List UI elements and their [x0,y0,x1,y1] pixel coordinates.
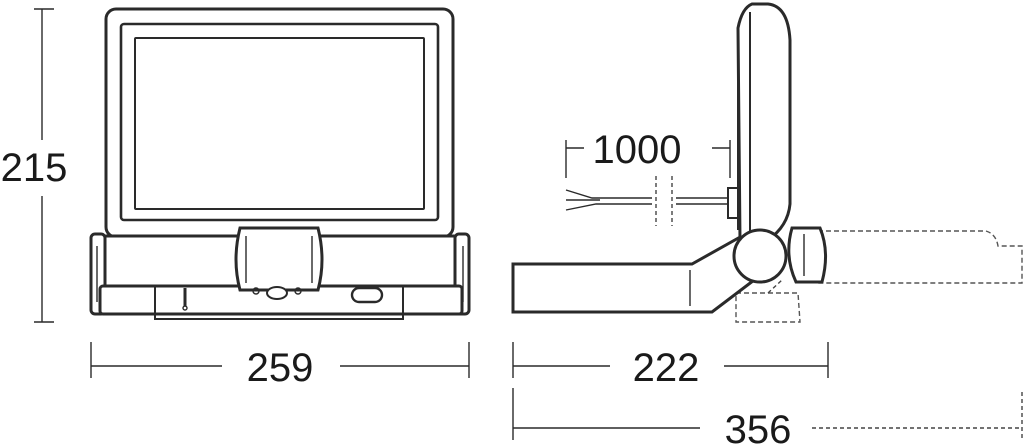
side-cable-gland [727,187,739,219]
cable [565,176,728,226]
dim-front-width-label: 259 [247,346,314,390]
front-view [89,7,471,320]
dimension-lines [34,8,1023,440]
side-arm [511,234,773,314]
side-bracket-ghost [817,230,1023,284]
dim-side-depth-label: 222 [633,346,700,390]
dim-overall-length-label: 356 [725,408,792,448]
side-sensor [787,226,827,284]
dim-cable-length-label: 1000 [593,128,682,172]
dim-height-label: 215 [1,146,68,190]
side-pivot [732,228,788,284]
front-sensor-module [234,226,324,292]
front-connector-slot [350,286,384,304]
side-view [511,2,1023,323]
front-led-panel [119,22,440,222]
front-led-panel-inner [134,37,425,210]
side-housing [736,2,792,242]
